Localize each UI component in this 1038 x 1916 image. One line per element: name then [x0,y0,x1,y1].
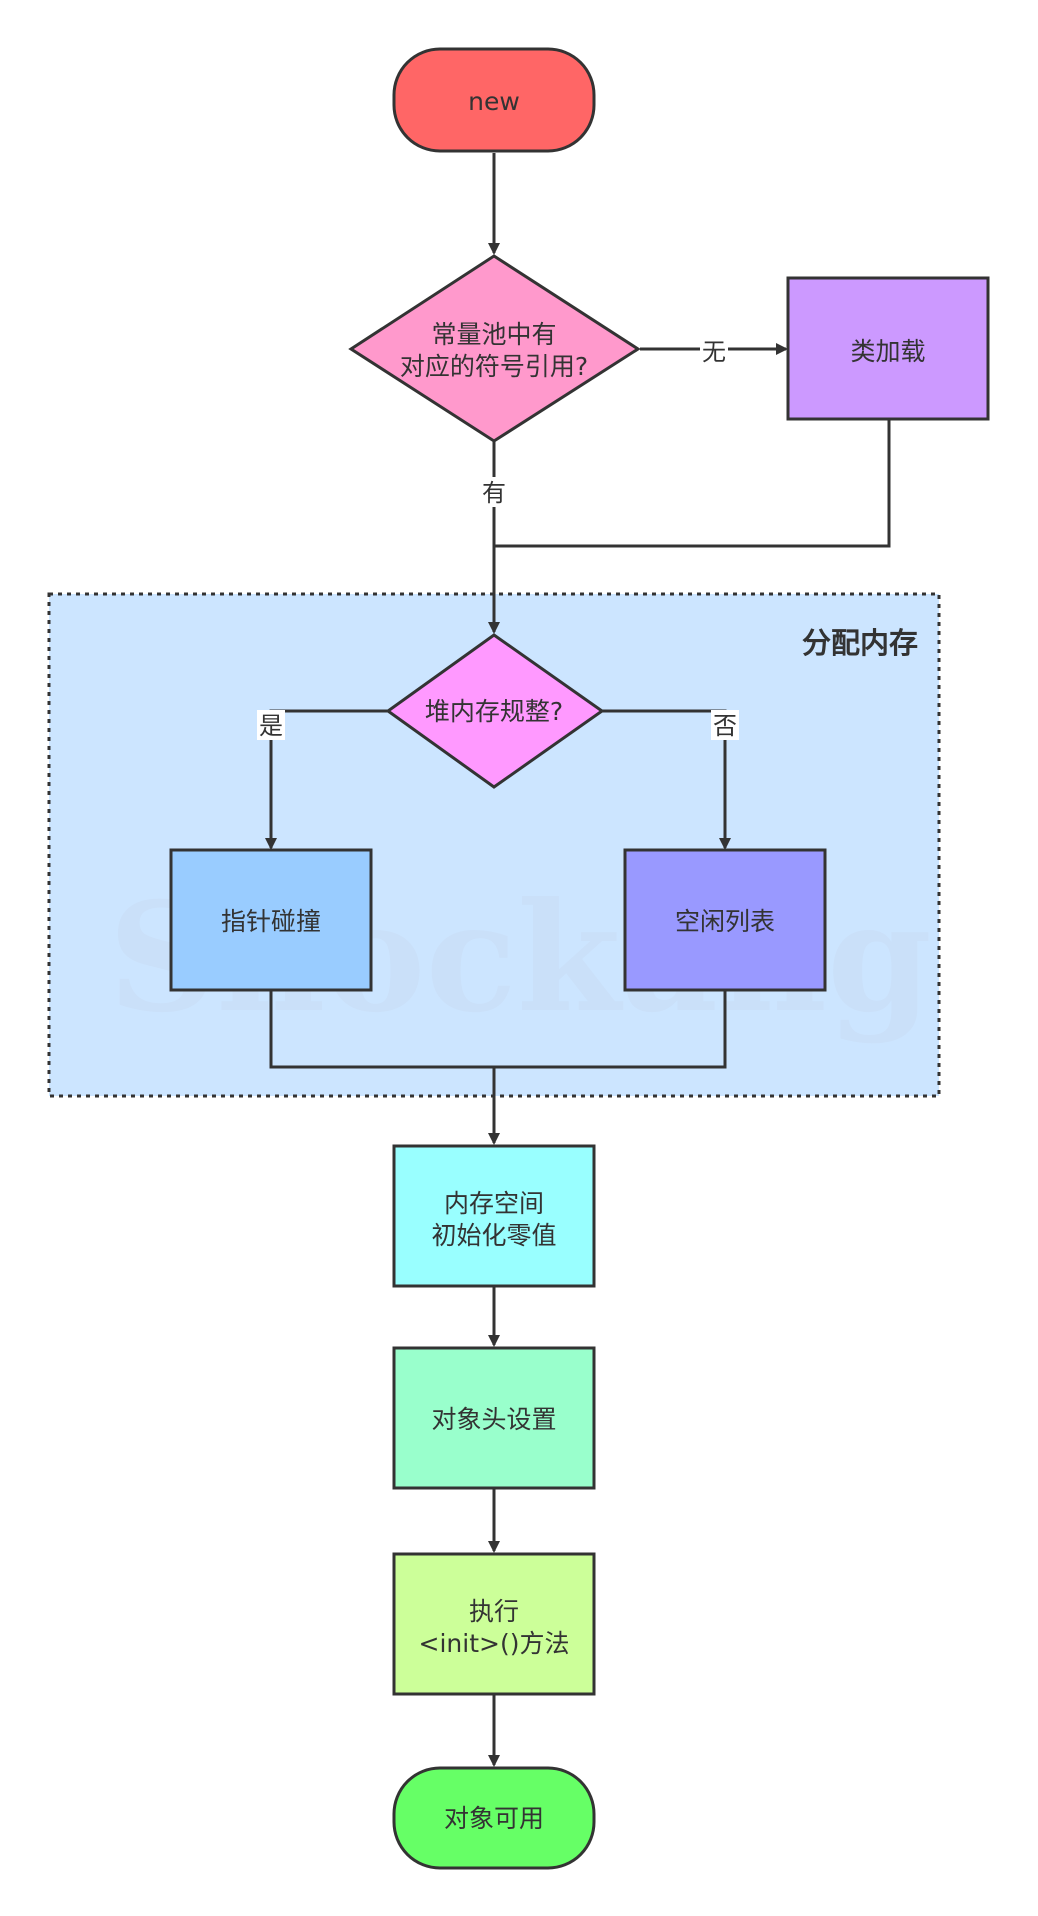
end-node [392,1766,596,1870]
pointer-bump-label: 指针碰撞 [221,907,321,936]
edge-label-has: 有 [482,479,506,507]
header-set-label: 对象头设置 [431,1405,556,1434]
edge-label-no: 否 [713,712,737,740]
exec-init-label-line2: <init>()方法 [419,1629,570,1658]
pool-check-label-line2: 对应的符号引用? [400,352,588,381]
free-list-label: 空闲列表 [675,907,775,936]
pool-check-decision [348,254,641,443]
heap-check-decision [385,633,605,789]
exec-init-label-line1: 执行 [469,1597,519,1626]
edge-class-load-merge [494,420,891,548]
init-zero-node [392,1144,596,1288]
init-zero-label-line2: 初始化零值 [431,1221,556,1250]
edge-label-none: 无 [702,338,726,366]
allocate-memory-label: 分配内存 [802,626,918,660]
edge-label-yes: 是 [259,712,283,740]
heap-check-label: 堆内存规整? [425,697,563,726]
init-zero-label-line1: 内存空间 [444,1189,544,1218]
edge-pointer-bump-merge [269,990,727,1069]
exec-init-node [392,1552,596,1696]
pool-check-label-line1: 常量池中有 [431,320,556,349]
free-list-node [623,848,827,992]
start-node-label: new [468,87,520,116]
header-set-node [392,1346,596,1490]
class-load-label: 类加载 [850,337,925,366]
start-node [392,47,596,153]
pointer-bump-node [169,848,373,992]
class-load-node [786,276,990,421]
end-node-label: 对象可用 [444,1804,544,1833]
